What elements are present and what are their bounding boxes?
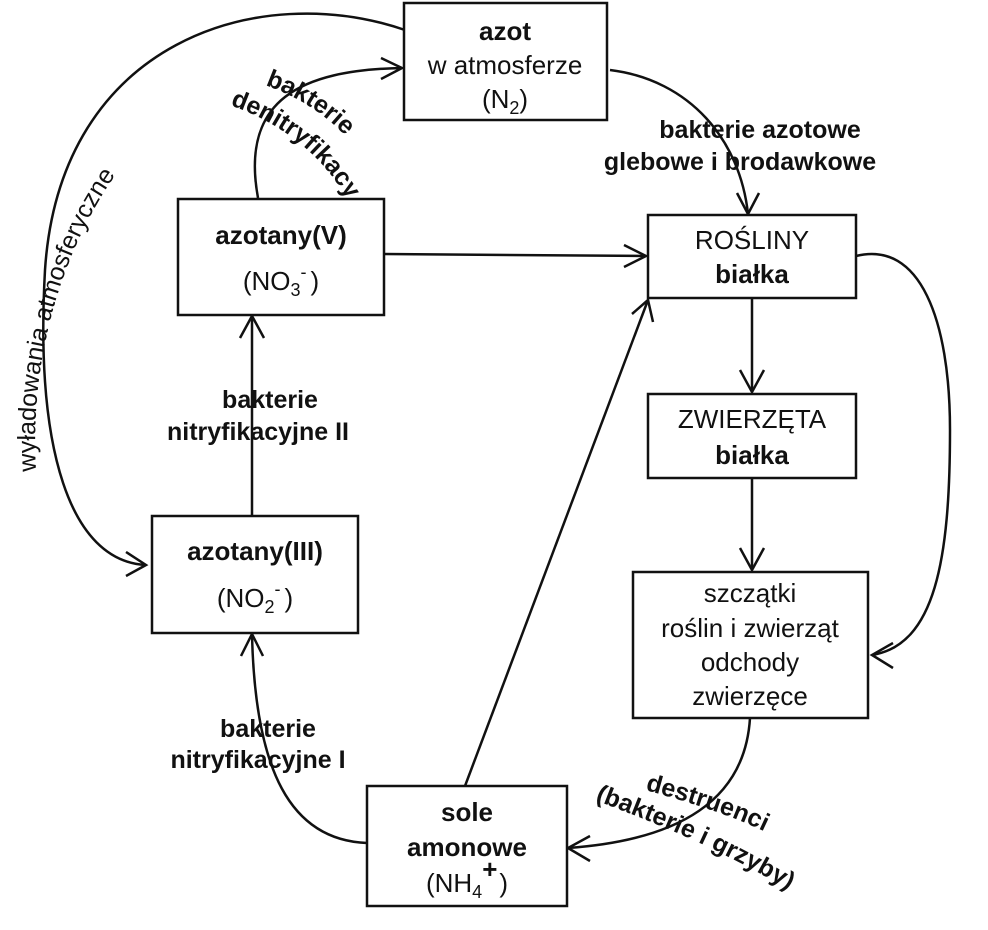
label-nitrification1-line1: bakterie bbox=[220, 715, 316, 743]
node-ammonium-formula: (NH4+) bbox=[426, 854, 508, 902]
label-fixation-line2: glebowe i brodawkowe bbox=[604, 148, 876, 176]
node-plants-title: ROŚLINY bbox=[695, 225, 809, 255]
node-animals-subtitle: białka bbox=[715, 440, 789, 470]
node-remains-line1: szczątki bbox=[704, 578, 796, 608]
label-nitrification1-line2: nitryfikacyjne I bbox=[170, 746, 345, 774]
edge-lightning bbox=[42, 12, 406, 578]
node-nitrites-title: azotany(III) bbox=[187, 536, 323, 566]
edge-denitrification bbox=[253, 56, 405, 199]
label-nitrification2-line2: nitryfikacyjne II bbox=[167, 418, 349, 446]
node-nitrites: azotany(III) (NO2-) bbox=[150, 514, 360, 635]
node-atmosphere-title: azot bbox=[479, 16, 531, 46]
node-remains-line3: odchody bbox=[701, 647, 799, 677]
node-nitrates-formula: (NO3-) bbox=[243, 262, 319, 300]
node-nitrates: azotany(V) (NO3-) bbox=[176, 197, 386, 317]
node-remains: szczątki roślin i zwierząt odchody zwier… bbox=[631, 570, 870, 720]
node-plants: ROŚLINY białka bbox=[646, 213, 858, 300]
node-remains-line4: zwierzęce bbox=[692, 681, 808, 711]
node-atmosphere-subtitle: w atmosferze bbox=[427, 50, 583, 80]
node-plants-subtitle: białka bbox=[715, 259, 789, 289]
edge-animals-to-remains bbox=[738, 478, 766, 573]
node-animals: ZWIERZĘTA białka bbox=[646, 392, 858, 480]
edge-ammonium-to-plants bbox=[463, 297, 655, 787]
node-remains-line2: roślin i zwierząt bbox=[661, 613, 839, 643]
node-animals-title: ZWIERZĘTA bbox=[678, 404, 827, 434]
node-atmosphere: azot w atmosferze (N2) bbox=[402, 1, 609, 122]
node-ammonium-subtitle: amonowe bbox=[407, 832, 527, 862]
edge-plants-to-remains bbox=[855, 252, 952, 670]
label-nitrification2-line1: bakterie bbox=[222, 386, 318, 414]
node-nitrates-title: azotany(V) bbox=[215, 220, 346, 250]
edge-nitrification-2 bbox=[238, 313, 266, 515]
label-lightning: wyładowania atmosferyczne bbox=[13, 162, 120, 473]
node-ammonium-title: sole bbox=[441, 797, 493, 827]
node-atmosphere-formula: (N2) bbox=[482, 84, 528, 118]
node-ammonium: sole amonowe (NH4+) bbox=[365, 784, 569, 908]
edge-nitrates-to-plants bbox=[383, 243, 649, 269]
edge-plants-to-animals bbox=[738, 298, 766, 395]
node-nitrites-formula: (NO2-) bbox=[217, 579, 293, 617]
label-fixation-line1: bakterie azotowe bbox=[659, 116, 861, 144]
